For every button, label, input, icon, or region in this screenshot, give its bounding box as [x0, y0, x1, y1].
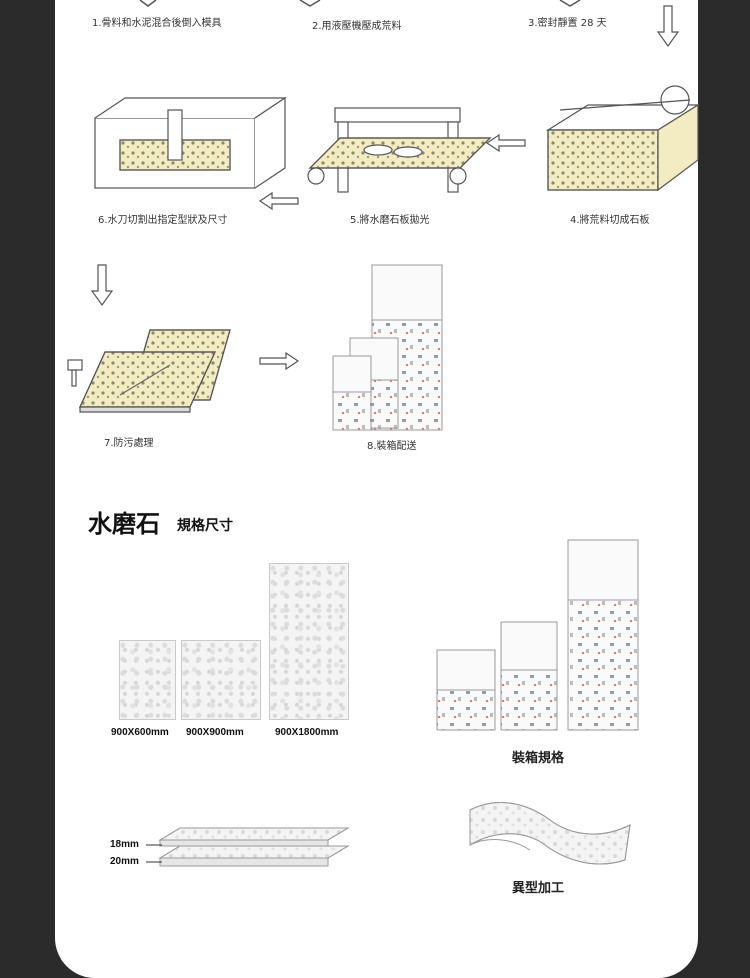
packing-boxes-illustration [332, 264, 443, 431]
size-label: 900X600mm [111, 727, 169, 738]
packing-spec-label: 裝箱規格 [512, 751, 565, 766]
waterjet-machine-illustration [94, 96, 287, 189]
tile-900x600 [119, 640, 176, 720]
tile-900x1800 [269, 563, 349, 720]
polishing-machine-illustration [307, 107, 492, 193]
step-4-label: 4.將荒料切成石板 [570, 215, 650, 226]
size-label: 900X1800mm [275, 727, 339, 738]
custom-shape-label: 異型加工 [512, 881, 565, 896]
arrow-left-icon [485, 133, 526, 153]
step-2-label: 2.用液壓機壓成荒料 [312, 21, 402, 32]
step-8-label: 8.裝箱配送 [367, 441, 417, 452]
custom-shape-illustration [469, 802, 631, 865]
spec-packing-boxes-illustration [436, 539, 639, 731]
arrow-down-icon [90, 264, 114, 307]
step-3-label: 3.密封靜置 28 天 [528, 18, 607, 29]
thickness-label: 20mm [110, 856, 139, 867]
top-machine-icons [139, 0, 581, 7]
thickness-slabs-illustration [146, 827, 350, 867]
anti-stain-slabs-illustration [67, 329, 231, 413]
arrow-down-icon [656, 5, 680, 48]
spec-title: 水磨石 [88, 510, 160, 538]
arrow-left-icon [258, 191, 299, 211]
step-7-label: 7.防污處理 [104, 438, 154, 449]
tile-900x900 [181, 640, 261, 720]
step-5-label: 5.將水磨石板拋光 [350, 215, 430, 226]
thickness-label: 18mm [110, 839, 139, 850]
spec-subtitle: 規格尺寸 [177, 518, 233, 534]
arrow-right-icon [259, 351, 300, 371]
block-cutting-illustration [545, 85, 701, 192]
size-label: 900X900mm [186, 727, 244, 738]
step-1-label: 1.骨料和水泥混合後倒入模具 [92, 18, 222, 29]
step-6-label: 6.水刀切割出指定型狀及尺寸 [98, 215, 228, 226]
